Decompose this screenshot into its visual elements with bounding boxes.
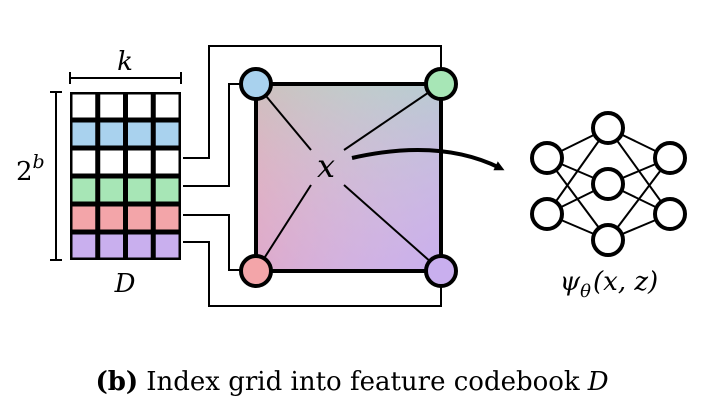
- connector-top-left: [183, 83, 254, 187]
- corner-top-right: [424, 67, 458, 101]
- height-label: 2b: [16, 151, 45, 187]
- output-neuron: [653, 197, 687, 231]
- width-dimension: [69, 72, 182, 84]
- codebook-cell: [100, 178, 123, 202]
- codebook-cell: [100, 206, 123, 230]
- corner-bottom-left: [239, 254, 273, 288]
- connector-top-right: [183, 45, 442, 159]
- codebook-cell: [128, 94, 151, 118]
- codebook-cell: [155, 94, 179, 118]
- codebook-cell: [72, 94, 96, 118]
- network-label-args: (x, z): [593, 267, 658, 297]
- curved-arrow: [351, 148, 505, 171]
- network-label: ψθ(x, z): [560, 267, 658, 302]
- hidden-neuron: [591, 223, 625, 257]
- height-label-base: 2: [16, 157, 33, 187]
- neural-network: [530, 111, 687, 257]
- codebook-cell: [100, 122, 123, 146]
- codebook-border: [70, 92, 181, 260]
- codebook-cell: [72, 234, 96, 258]
- codebook-cell: [100, 150, 123, 174]
- codebook-cell: [155, 206, 179, 230]
- height-dimension: [50, 91, 62, 261]
- output-neuron: [653, 141, 687, 175]
- input-neuron: [530, 197, 564, 231]
- grid-cell-square: [254, 82, 443, 273]
- codebook-cell: [128, 206, 151, 230]
- point-label: x: [317, 147, 335, 185]
- codebook-cell: [128, 150, 151, 174]
- hidden-neuron: [591, 111, 625, 145]
- codebook-cell: [72, 178, 96, 202]
- codebook-cell: [72, 206, 96, 230]
- caption-var: D: [587, 367, 609, 397]
- caption-tag: (b): [95, 367, 138, 397]
- input-neuron: [530, 141, 564, 175]
- height-label-exp: b: [33, 151, 45, 173]
- codebook-cell: [100, 94, 123, 118]
- network-label-sub: θ: [580, 281, 591, 302]
- corner-bottom-right: [424, 254, 458, 288]
- codebook-cell: [128, 122, 151, 146]
- caption-text: Index grid into feature codebook: [146, 367, 580, 397]
- connector-bottom-right: [183, 241, 442, 307]
- codebook-cell: [128, 234, 151, 258]
- codebook-cell: [100, 234, 123, 258]
- codebook-cell: [72, 150, 96, 174]
- codebook-cell: [155, 122, 179, 146]
- codebook-label: D: [114, 269, 136, 299]
- codebook-cell: [155, 150, 179, 174]
- corner-top-left: [239, 67, 273, 101]
- network-label-func: ψ: [560, 267, 581, 297]
- codebook-grid: [70, 92, 181, 260]
- codebook-cell: [155, 234, 179, 258]
- codebook-cell: [72, 122, 96, 146]
- hidden-neuron: [591, 167, 625, 201]
- codebook-cell: [155, 178, 179, 202]
- width-label: k: [117, 47, 133, 77]
- codebook-cell: [128, 178, 151, 202]
